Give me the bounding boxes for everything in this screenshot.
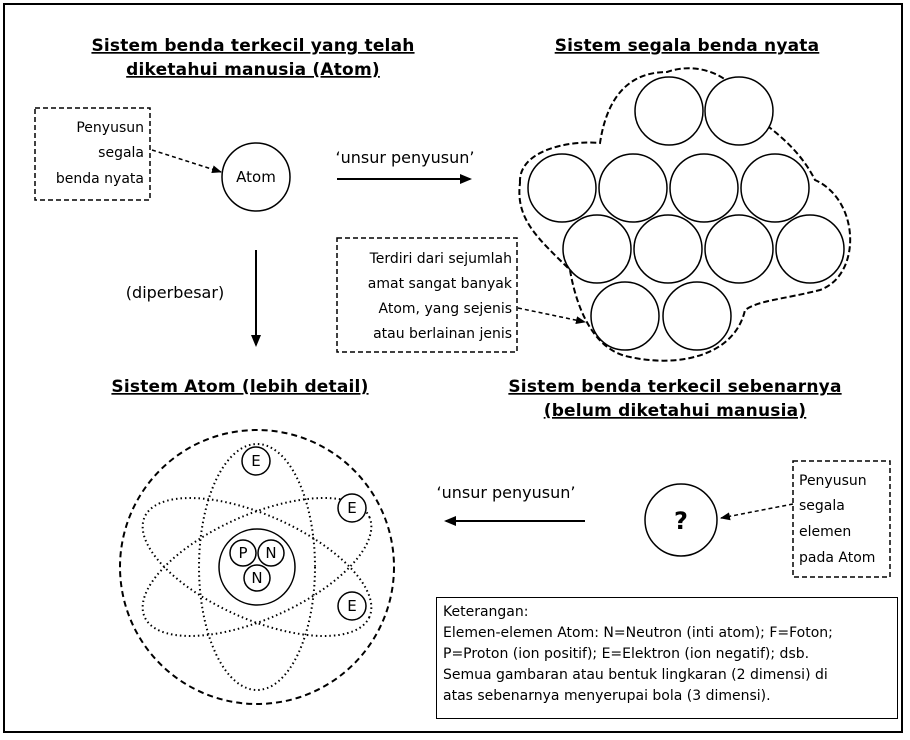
cluster-atom: [705, 215, 773, 283]
neutron-label: N: [265, 544, 276, 562]
note-composer-real-line2: segala: [98, 145, 144, 161]
label-enlarged: (diperbesar): [126, 283, 224, 302]
note-many-atoms-line4: atau berlainan jenis: [373, 326, 512, 342]
note-composer-atom-line3: elemen: [799, 524, 851, 540]
legend-line: P=Proton (ion positif); E=Elektron (ion …: [443, 644, 891, 665]
dashed-pointer-to-unknown: [721, 504, 793, 518]
dashed-pointer-to-atom: [152, 150, 221, 172]
heading-atom-known-line2: diketahui manusia (Atom): [126, 60, 380, 80]
note-composer-atom-line2: segala: [799, 498, 845, 514]
neutron-label: N: [251, 569, 262, 587]
note-many-atoms-line3: Atom, yang sejenis: [379, 301, 512, 317]
heading-atom-known-line1: Sistem benda terkecil yang telah: [91, 36, 414, 56]
cluster-atom: [670, 154, 738, 222]
cluster-atom: [635, 77, 703, 145]
heading-atom-detail: Sistem Atom (lebih detail): [111, 377, 368, 397]
heading-real-objects: Sistem segala benda nyata: [555, 36, 820, 56]
cluster-atom: [528, 154, 596, 222]
cluster-atom: [563, 215, 631, 283]
dashed-pointer-to-cluster: [518, 308, 585, 322]
cluster-atom: [741, 154, 809, 222]
note-composer-real-line3: benda nyata: [56, 171, 144, 187]
label-constituent-top: ‘unsur penyusun’: [336, 148, 475, 167]
cluster-atom: [634, 215, 702, 283]
electron-label: E: [347, 499, 356, 517]
cluster-atom: [599, 154, 667, 222]
heading-true-smallest-line1: Sistem benda terkecil sebenarnya: [508, 377, 841, 397]
cluster-atom: [663, 282, 731, 350]
label-constituent-bottom: ‘unsur penyusun’: [437, 483, 576, 502]
proton-label: P: [238, 544, 247, 562]
note-composer-atom-line1: Penyusun: [799, 473, 867, 489]
unknown-particle-label: ?: [674, 507, 688, 535]
note-composer-real-line1: Penyusun: [76, 120, 144, 136]
legend-title: Keterangan:: [443, 602, 891, 623]
cluster-atom: [776, 215, 844, 283]
legend-line: atas sebenarnya menyerupai bola (3 dimen…: [443, 686, 891, 707]
legend-line: Elemen-elemen Atom: N=Neutron (inti atom…: [443, 623, 891, 644]
cluster-atom: [705, 77, 773, 145]
atom-cluster: [528, 77, 844, 350]
electron-label: E: [347, 597, 356, 615]
electron-label: E: [251, 452, 260, 470]
note-composer-atom-line4: pada Atom: [799, 550, 875, 566]
atom-node-label: Atom: [236, 168, 276, 186]
cluster-atom: [591, 282, 659, 350]
note-many-atoms-line1: Terdiri dari sejumlah: [369, 251, 512, 267]
legend-box: Keterangan: Elemen-elemen Atom: N=Neutro…: [436, 597, 898, 719]
note-many-atoms-line2: amat sangat banyak: [368, 276, 513, 292]
legend-line: Semua gambaran atau bentuk lingkaran (2 …: [443, 665, 891, 686]
heading-true-smallest-line2: (belum diketahui manusia): [544, 401, 807, 421]
